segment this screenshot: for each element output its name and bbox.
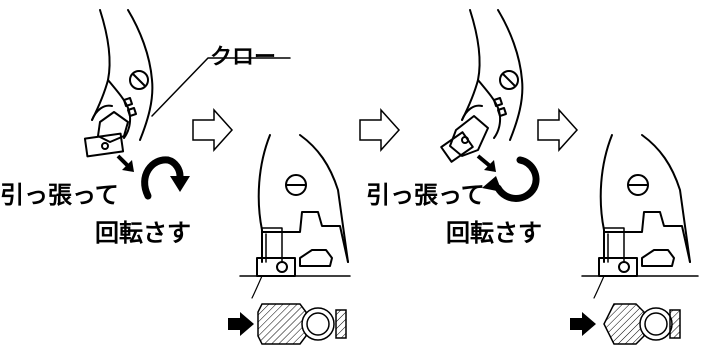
rotate-label-step2: 回転さす [446, 219, 542, 247]
pull-label-step1: 引っ張って [0, 181, 119, 209]
pointer-arrow-icon-2 [570, 312, 596, 336]
claw-label: クロー [210, 45, 277, 70]
pull-arrow-icon-1 [116, 154, 134, 172]
hatched-part-1 [257, 303, 347, 345]
pliers-panel-3 [440, 9, 524, 163]
flow-arrow-icon-2 [359, 108, 401, 152]
clockwise-arrow-icon [141, 156, 190, 200]
hatched-part-2 [603, 303, 681, 345]
pull-arrow-icon-2 [476, 154, 496, 172]
flow-arrow-icon-1 [192, 108, 234, 152]
pliers-panel-1 [83, 9, 291, 158]
tool-body-panel-2 [239, 134, 351, 299]
rotate-label-step1: 回転さす [95, 219, 191, 247]
pull-label-step2: 引っ張って [366, 181, 485, 209]
pointer-arrow-icon-1 [228, 312, 254, 336]
flow-arrow-icon-3 [537, 108, 579, 152]
tool-body-panel-4 [581, 134, 699, 299]
counterclockwise-arrow-icon [482, 156, 540, 202]
